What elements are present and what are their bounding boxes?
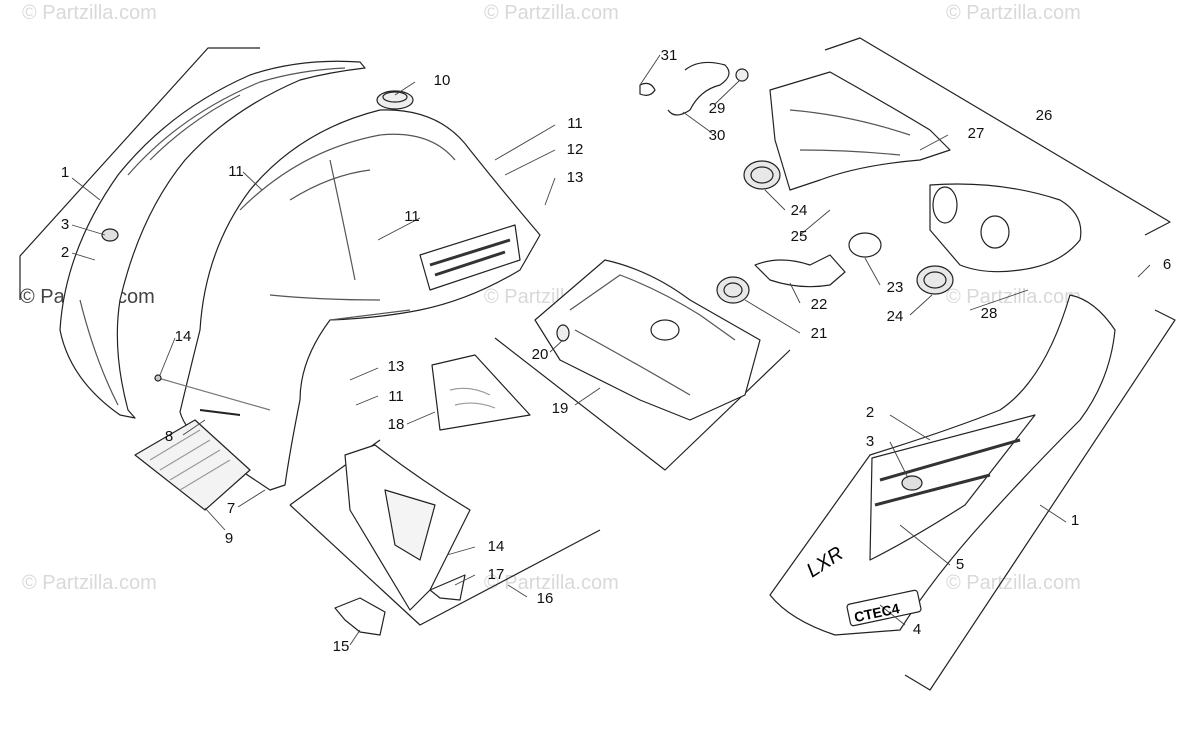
callout-4: 4: [912, 621, 922, 638]
callout-25: 25: [790, 228, 808, 245]
grommet: [101, 228, 119, 242]
left-side-panel: [59, 60, 366, 419]
hose-clamp: [848, 232, 882, 258]
callout-22: 22: [810, 296, 828, 313]
watermark: © Partzilla.com: [946, 2, 1081, 24]
callout-14: 14: [174, 328, 192, 345]
group-bracket: [494, 337, 791, 471]
callout-7: 7: [226, 500, 236, 517]
callout-20: 20: [531, 346, 549, 363]
callout-24: 24: [886, 308, 904, 325]
callout-11: 11: [567, 115, 583, 132]
storage-tray: [534, 259, 761, 421]
callout-2: 2: [865, 404, 875, 421]
callout-9: 9: [224, 530, 234, 547]
callout-17: 17: [487, 566, 505, 583]
watermark: © Partzilla.com: [22, 572, 157, 594]
watermark: © Partzilla.com: [484, 2, 619, 24]
callout-16: 16: [536, 590, 554, 607]
callout-13: 13: [566, 169, 584, 186]
callout-11: 11: [388, 388, 404, 405]
callout-12: 12: [566, 141, 584, 158]
callout-27: 27: [967, 125, 985, 142]
callout-3: 3: [60, 216, 70, 233]
callout-24: 24: [790, 202, 808, 219]
grommet: [376, 90, 414, 110]
callout-1: 1: [60, 164, 70, 181]
clip: [556, 324, 570, 342]
seal-ring: [916, 265, 954, 295]
callout-5: 5: [955, 556, 965, 573]
airbox-upper: [769, 71, 951, 191]
watermark: © Partzilla.com: [946, 572, 1081, 594]
callout-28: 28: [980, 305, 998, 322]
callout-11: 11: [228, 163, 244, 180]
callout-29: 29: [708, 100, 726, 117]
group-bracket: [904, 309, 1176, 691]
airbox-lower: [929, 183, 1082, 273]
callout-21: 21: [810, 325, 828, 342]
callout-15: 15: [332, 638, 350, 655]
group-bracket: [289, 504, 601, 626]
callout-14: 14: [487, 538, 505, 555]
callout-26: 26: [1035, 107, 1053, 124]
callout-18: 18: [387, 416, 405, 433]
clip-bracket: [334, 597, 386, 636]
seal-ring: [743, 160, 781, 190]
callout-11: 11: [404, 208, 420, 225]
decal-small: [429, 574, 466, 601]
callout-2: 2: [60, 244, 70, 261]
callout-6: 6: [1162, 256, 1172, 273]
bolt: [157, 377, 271, 411]
callout-31: 31: [660, 47, 678, 64]
callout-8: 8: [164, 428, 174, 445]
intake-boot: [754, 254, 846, 288]
group-bracket: [19, 47, 260, 300]
watermark: © Partzilla.com: [484, 572, 619, 594]
callout-19: 19: [551, 400, 569, 417]
callout-10: 10: [433, 72, 451, 89]
group-bracket: [824, 37, 1171, 236]
vent: [199, 409, 241, 416]
coupler: [716, 276, 750, 304]
callout-1: 1: [1070, 512, 1080, 529]
callout-3: 3: [865, 433, 875, 450]
callout-23: 23: [886, 279, 904, 296]
windshield: [431, 354, 531, 431]
hose: [667, 61, 730, 116]
grommet: [901, 475, 923, 491]
hose-clamp: [639, 82, 656, 96]
callout-13: 13: [387, 358, 405, 375]
mesh-grille: [134, 419, 251, 511]
watermark: © Partzilla.com: [22, 2, 157, 24]
watermark: © Partzilla.com: [946, 286, 1081, 308]
callout-30: 30: [708, 127, 726, 144]
